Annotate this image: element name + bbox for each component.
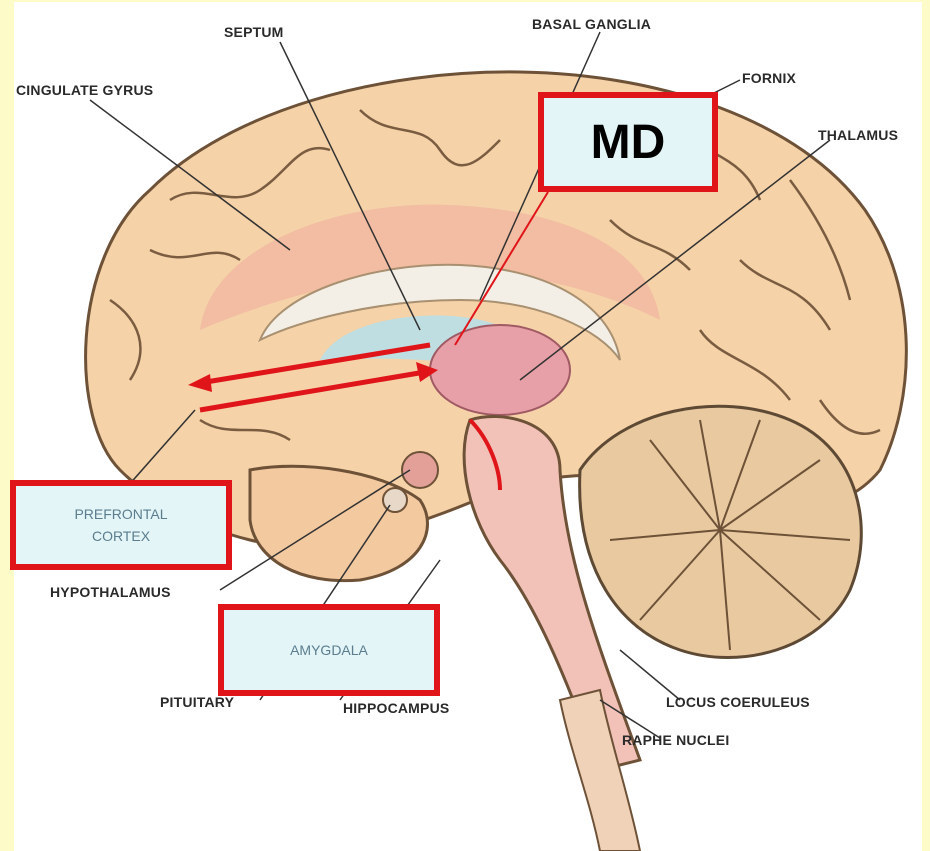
label-septum: SEPTUM — [224, 24, 284, 40]
label-locus-coeruleus: LOCUS COERULEUS — [666, 694, 810, 710]
label-hippocampus: HIPPOCAMPUS — [343, 700, 449, 716]
amygdala-box: AMYGDALA — [218, 604, 440, 696]
md-label: MD — [591, 115, 666, 170]
prefrontal-line2: CORTEX — [92, 528, 150, 544]
pituitary-shape — [383, 488, 407, 512]
label-basal-ganglia: BASAL GANGLIA — [532, 16, 651, 32]
spinal-cord — [560, 690, 640, 851]
label-cingulate-gyrus: CINGULATE GYRUS — [16, 82, 153, 98]
md-highlight-box: MD — [538, 92, 718, 192]
label-raphe-nuclei: RAPHE NUCLEI — [622, 732, 729, 748]
label-hypothalamus: HYPOTHALAMUS — [50, 584, 171, 600]
label-pituitary: PITUITARY — [160, 694, 234, 710]
label-fornix: FORNIX — [742, 70, 796, 86]
thalamus-shape — [430, 325, 570, 415]
prefrontal-cortex-box: PREFRONTAL CORTEX — [10, 480, 232, 570]
hypothalamus-shape — [402, 452, 438, 488]
prefrontal-line1: PREFRONTAL — [74, 506, 167, 522]
amygdala-label: AMYGDALA — [290, 642, 368, 658]
label-thalamus: THALAMUS — [818, 127, 898, 143]
prefrontal-cortex-label: PREFRONTAL CORTEX — [74, 503, 167, 547]
